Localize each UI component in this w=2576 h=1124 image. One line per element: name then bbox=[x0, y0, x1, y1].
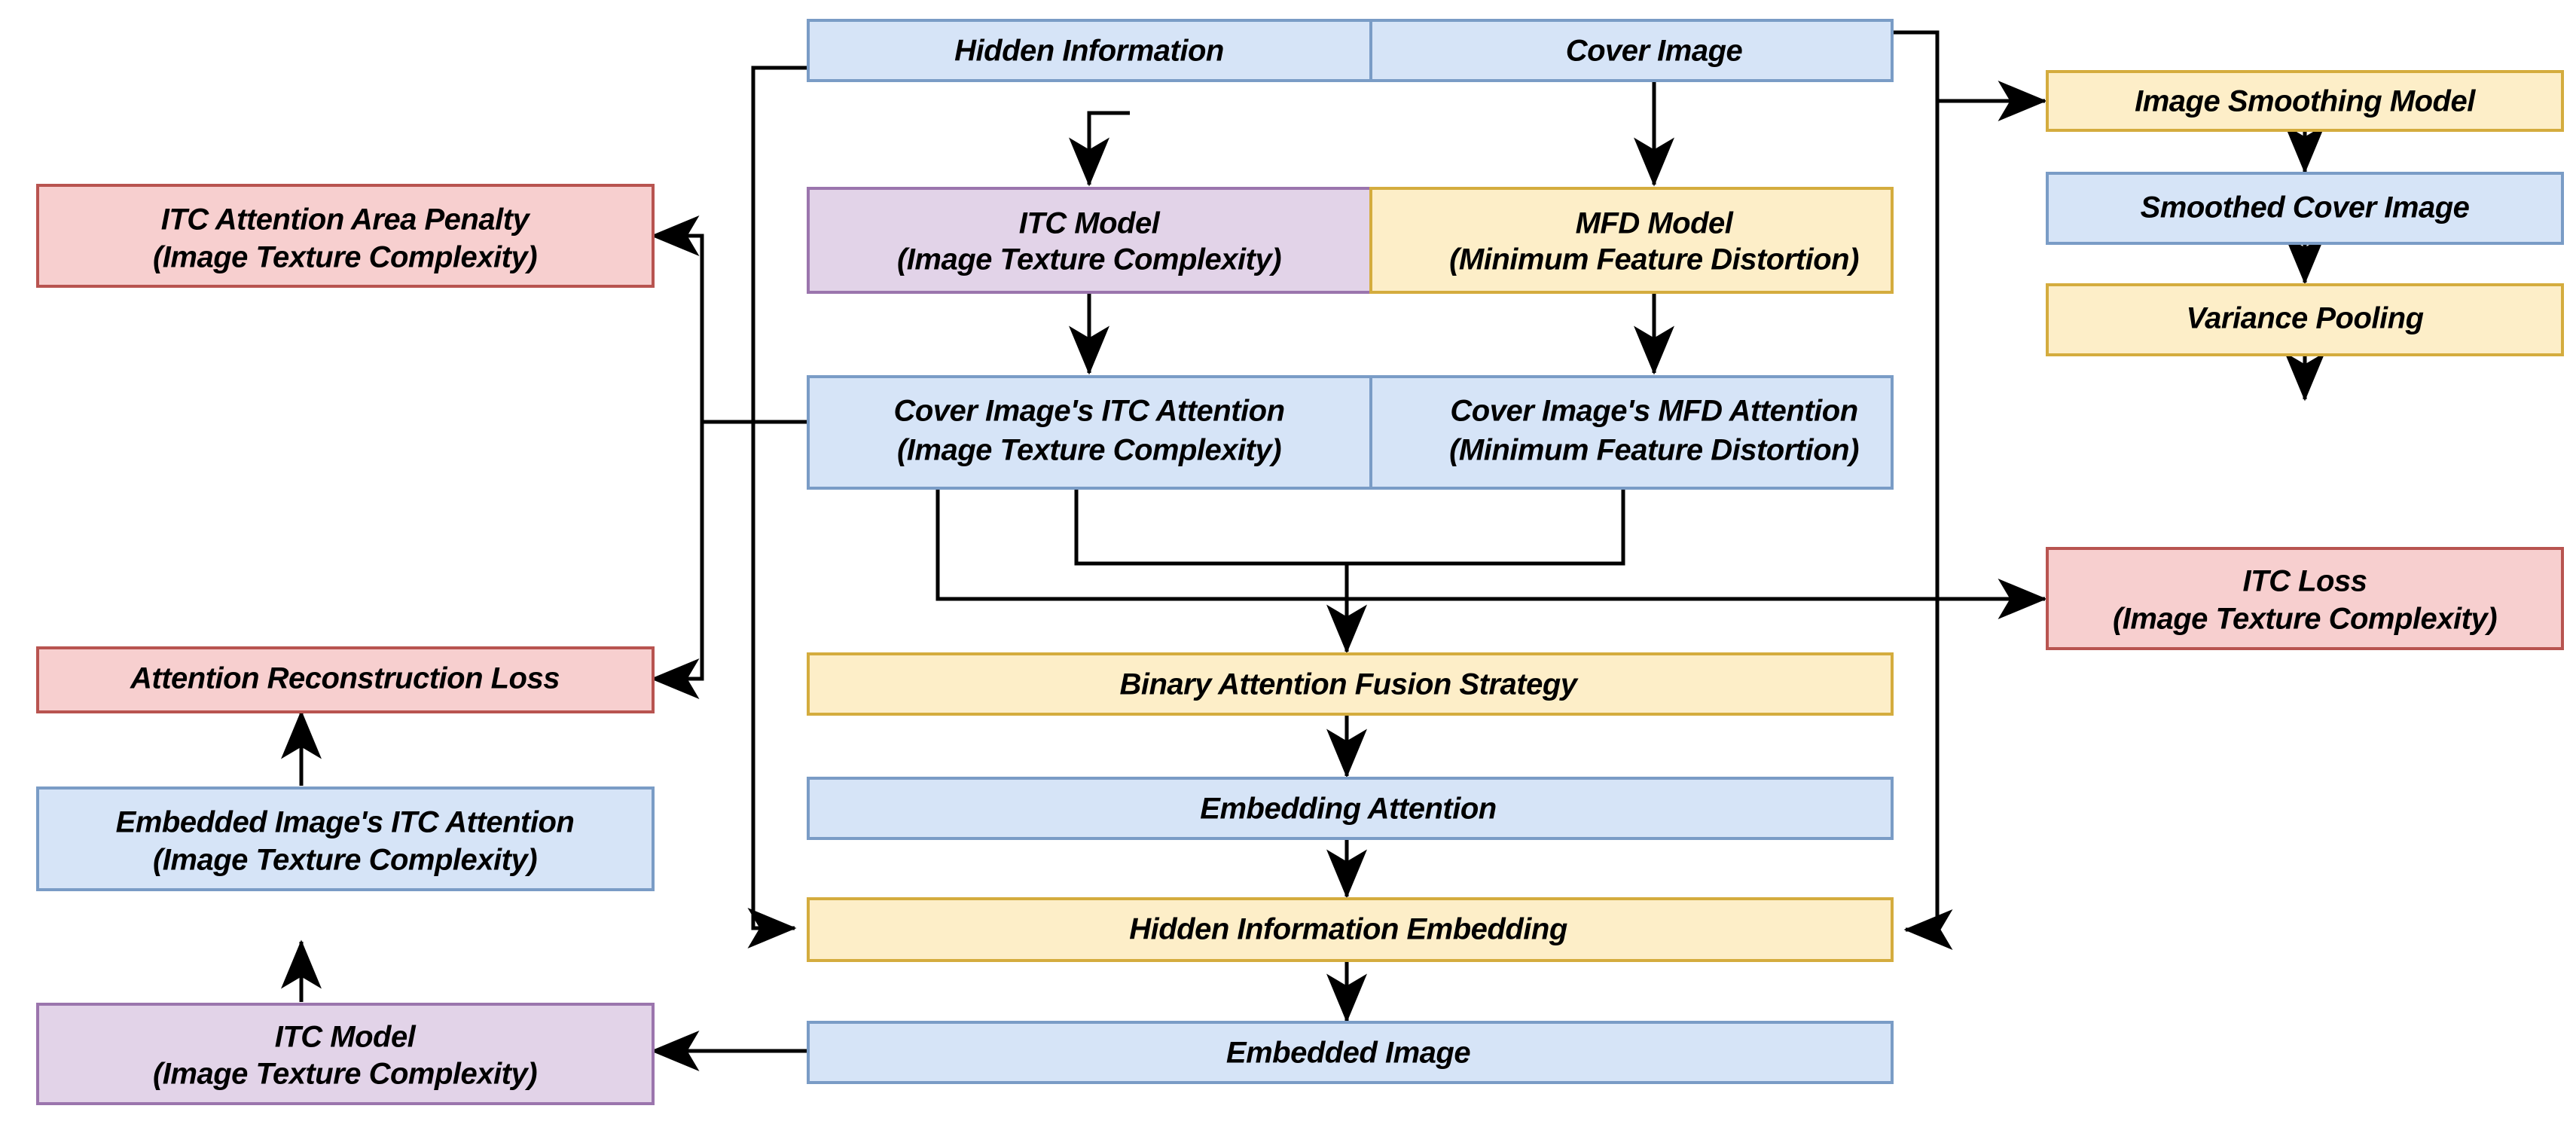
node-cover-itc-attention-label: Cover Image's ITC Attention bbox=[893, 395, 1284, 428]
node-cover-mfd-attention[interactable]: Cover Image's MFD Attention (Minimum Fea… bbox=[1369, 375, 1894, 490]
node-itc-loss[interactable]: ITC Loss (Image Texture Complexity) bbox=[2046, 547, 2564, 650]
node-itc-model-bottom-sublabel: (Image Texture Complexity) bbox=[153, 1058, 537, 1091]
node-itc-attention-area-penalty[interactable]: ITC Attention Area Penalty (Image Textur… bbox=[36, 184, 655, 288]
node-image-smoothing-model[interactable]: Image Smoothing Model bbox=[2046, 70, 2564, 132]
node-cover-mfd-attention-rect[interactable] bbox=[1369, 375, 1894, 490]
node-itc-attention-area-penalty-label: ITC Attention Area Penalty bbox=[161, 203, 531, 237]
node-embedding-attention-label: Embedding Attention bbox=[1200, 793, 1496, 826]
node-binary-attention-fusion[interactable]: Binary Attention Fusion Strategy bbox=[807, 652, 1894, 716]
node-binary-attention-fusion-rect[interactable] bbox=[807, 652, 1894, 716]
node-hidden-information-rect[interactable] bbox=[807, 19, 1372, 82]
node-cover-image-label: Cover Image bbox=[1566, 35, 1743, 68]
edge-hidden-information-to-itc-model bbox=[1069, 111, 1130, 187]
node-itc-model-top-rect[interactable] bbox=[807, 187, 1372, 294]
edge-hidden-information-to-hidden-embedding bbox=[747, 66, 808, 948]
node-embedded-itc-attention-rect[interactable] bbox=[36, 786, 655, 891]
node-cover-image[interactable]: Cover Image bbox=[1369, 19, 1894, 82]
node-itc-model-bottom[interactable]: ITC Model (Image Texture Complexity) bbox=[36, 1003, 655, 1105]
node-embedded-image-label: Embedded Image bbox=[1226, 1037, 1470, 1070]
node-embedded-image-rect[interactable] bbox=[807, 1021, 1894, 1084]
node-itc-loss-rect[interactable] bbox=[2046, 547, 2564, 650]
node-hidden-information[interactable]: Hidden Information bbox=[807, 19, 1372, 82]
node-itc-model-bottom-rect[interactable] bbox=[36, 1003, 655, 1105]
node-hidden-information-embedding[interactable]: Hidden Information Embedding bbox=[807, 897, 1894, 962]
edge-layer bbox=[281, 30, 2325, 1071]
edge-cover-itc-attention-to-itc-loss bbox=[935, 488, 2047, 619]
node-embedded-itc-attention-label: Embedded Image's ITC Attention bbox=[116, 806, 575, 839]
edge-cover-itc-attention-to-reconstruction-loss bbox=[650, 422, 704, 699]
node-mfd-model[interactable]: MFD Model (Minimum Feature Distortion) bbox=[1369, 187, 1894, 294]
node-itc-attention-area-penalty-sublabel: (Image Texture Complexity) bbox=[153, 241, 537, 274]
node-itc-model-top-sublabel: (Image Texture Complexity) bbox=[897, 243, 1281, 276]
node-hidden-information-embedding-label: Hidden Information Embedding bbox=[1129, 913, 1567, 946]
node-cover-itc-attention[interactable]: Cover Image's ITC Attention (Image Textu… bbox=[807, 375, 1372, 490]
node-variance-pooling[interactable]: Variance Pooling bbox=[2046, 283, 2564, 356]
node-embedding-attention[interactable]: Embedding Attention bbox=[807, 777, 1894, 840]
node-hidden-information-embedding-rect[interactable] bbox=[807, 897, 1894, 962]
node-itc-model-top[interactable]: ITC Model (Image Texture Complexity) bbox=[807, 187, 1372, 294]
node-variance-pooling-rect[interactable] bbox=[2046, 283, 2564, 356]
node-cover-itc-attention-rect[interactable] bbox=[807, 375, 1372, 490]
node-itc-loss-sublabel: (Image Texture Complexity) bbox=[2113, 603, 2497, 636]
node-itc-model-top-label: ITC Model bbox=[1019, 207, 1161, 240]
node-variance-pooling-label: Variance Pooling bbox=[2186, 302, 2423, 335]
node-mfd-model-rect[interactable] bbox=[1369, 187, 1894, 294]
node-cover-mfd-attention-sublabel: (Minimum Feature Distortion) bbox=[1449, 434, 1859, 467]
node-smoothed-cover-image[interactable]: Smoothed Cover Image bbox=[2046, 172, 2564, 245]
node-cover-mfd-attention-label: Cover Image's MFD Attention bbox=[1450, 395, 1857, 428]
node-smoothed-cover-image-label: Smoothed Cover Image bbox=[2141, 191, 2470, 224]
node-embedded-image[interactable]: Embedded Image bbox=[807, 1021, 1894, 1084]
node-attention-reconstruction-loss[interactable]: Attention Reconstruction Loss bbox=[36, 646, 655, 713]
node-embedding-attention-rect[interactable] bbox=[807, 777, 1894, 840]
node-mfd-model-sublabel: (Minimum Feature Distortion) bbox=[1449, 243, 1859, 276]
node-itc-attention-area-penalty-rect[interactable] bbox=[36, 184, 655, 288]
edge-cover-itc-attention-merge-down bbox=[1074, 488, 1625, 566]
node-embedded-itc-attention-sublabel: (Image Texture Complexity) bbox=[153, 844, 537, 877]
node-itc-loss-label: ITC Loss bbox=[2243, 565, 2367, 598]
node-layer: Hidden Information Cover Image ITC Model… bbox=[36, 19, 2564, 1105]
node-mfd-model-label: MFD Model bbox=[1576, 207, 1734, 240]
node-binary-attention-fusion-label: Binary Attention Fusion Strategy bbox=[1119, 668, 1578, 701]
node-smoothed-cover-image-rect[interactable] bbox=[2046, 172, 2564, 245]
node-attention-reconstruction-loss-label: Attention Reconstruction Loss bbox=[130, 662, 560, 695]
node-image-smoothing-model-label: Image Smoothing Model bbox=[2135, 85, 2476, 118]
node-hidden-information-label: Hidden Information bbox=[954, 35, 1224, 68]
node-cover-itc-attention-sublabel: (Image Texture Complexity) bbox=[897, 434, 1281, 467]
node-attention-reconstruction-loss-rect[interactable] bbox=[36, 646, 655, 713]
node-cover-image-rect[interactable] bbox=[1369, 19, 1894, 82]
edge-cover-image-right-spine bbox=[1892, 30, 1953, 950]
node-embedded-itc-attention[interactable]: Embedded Image's ITC Attention (Image Te… bbox=[36, 786, 655, 891]
edge-cover-itc-attention-to-area-penalty bbox=[650, 215, 704, 422]
node-image-smoothing-model-rect[interactable] bbox=[2046, 70, 2564, 132]
node-itc-model-bottom-label: ITC Model bbox=[275, 1021, 417, 1054]
